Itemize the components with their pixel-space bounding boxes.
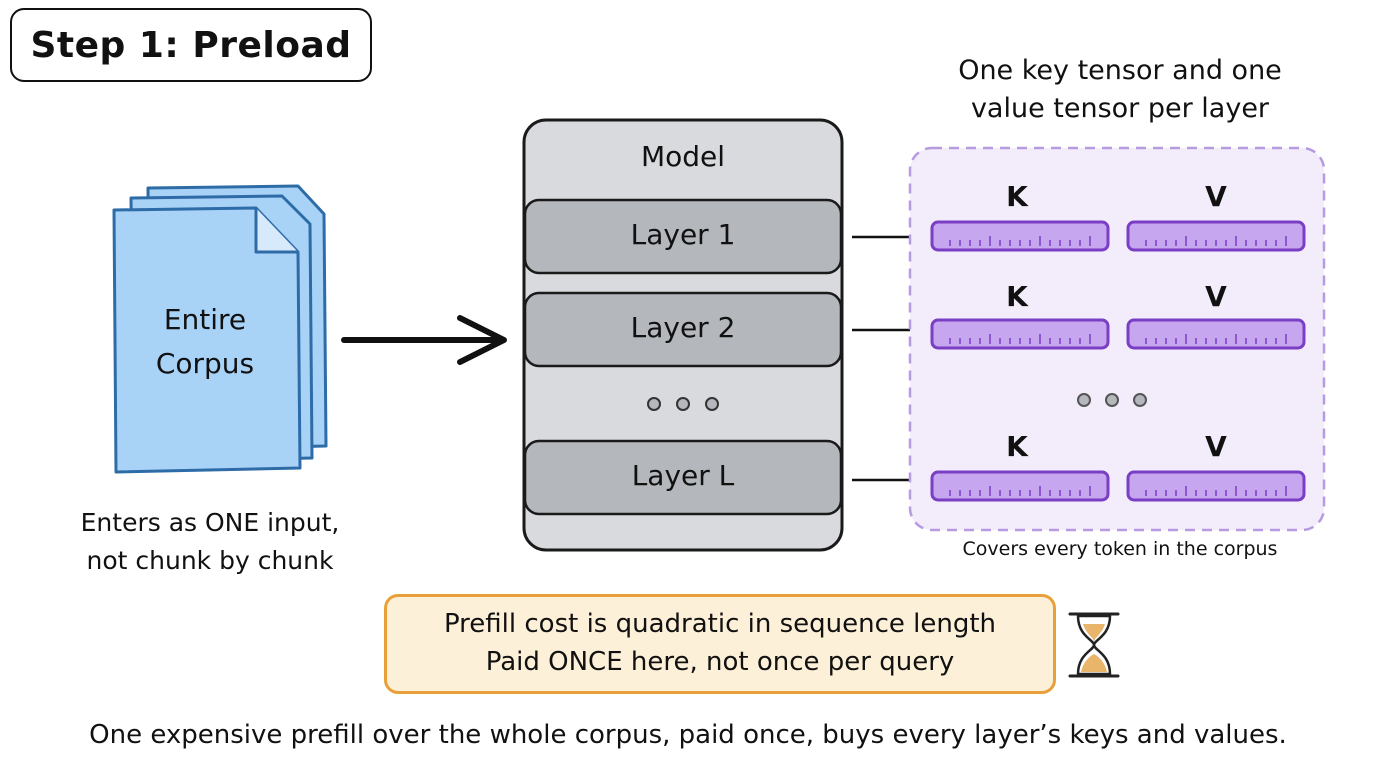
layer-label-2: Layer 2 bbox=[630, 311, 736, 344]
kv-heading-line-1: One key tensor and one bbox=[958, 55, 1282, 86]
cost-note-line-2: Paid ONCE here, not once per query bbox=[485, 647, 955, 677]
kv-cache-caption: Covers every token in the corpus bbox=[962, 538, 1278, 560]
value-label-row-2: V bbox=[1205, 280, 1227, 313]
corpus-caption-line-2: not chunk by chunk bbox=[86, 546, 334, 575]
cost-note-box bbox=[384, 594, 1056, 694]
model-title: Model bbox=[640, 140, 726, 173]
corpus-label: Entire Corpus bbox=[110, 298, 300, 386]
value-label-row-l: V bbox=[1205, 430, 1227, 463]
value-tensor-layer-1 bbox=[1126, 220, 1306, 252]
corpus-label-line-2: Corpus bbox=[155, 347, 255, 380]
key-tensor-layer-2 bbox=[930, 318, 1110, 350]
layer-label-l: Layer L bbox=[631, 459, 735, 492]
footer-summary: One expensive prefill over the whole cor… bbox=[89, 720, 1287, 750]
key-tensor-layer-1 bbox=[930, 220, 1110, 252]
key-label-row-2: K bbox=[1006, 280, 1028, 313]
step-title: Step 1: Preload bbox=[10, 8, 372, 82]
layer-box-2 bbox=[523, 291, 843, 368]
layer-label-1: Layer 1 bbox=[630, 218, 736, 251]
corpus-document-stack-icon bbox=[112, 184, 328, 474]
key-tensor-layer-l bbox=[930, 470, 1110, 502]
corpus-to-model-arrow bbox=[341, 315, 507, 365]
value-label-row-1: V bbox=[1205, 180, 1227, 213]
key-label-row-l: K bbox=[1006, 430, 1028, 463]
corpus-label-line-1: Entire bbox=[163, 303, 247, 336]
hourglass-icon bbox=[1068, 612, 1120, 678]
kv-heading-line-2: value tensor per layer bbox=[970, 93, 1270, 124]
value-tensor-layer-l bbox=[1126, 470, 1306, 502]
layer-box-1 bbox=[523, 198, 843, 275]
cost-note-line-1: Prefill cost is quadratic in sequence le… bbox=[443, 609, 997, 639]
kv-ellipsis-dots bbox=[1077, 393, 1147, 407]
corpus-caption: Enters as ONE input, not chunk by chunk bbox=[20, 504, 400, 580]
corpus-caption-line-1: Enters as ONE input, bbox=[80, 508, 340, 537]
kv-heading: One key tensor and one value tensor per … bbox=[900, 52, 1340, 128]
model-ellipsis-dots bbox=[647, 397, 719, 411]
layer-box-l bbox=[523, 439, 843, 516]
value-tensor-layer-2 bbox=[1126, 318, 1306, 350]
key-label-row-1: K bbox=[1006, 180, 1028, 213]
